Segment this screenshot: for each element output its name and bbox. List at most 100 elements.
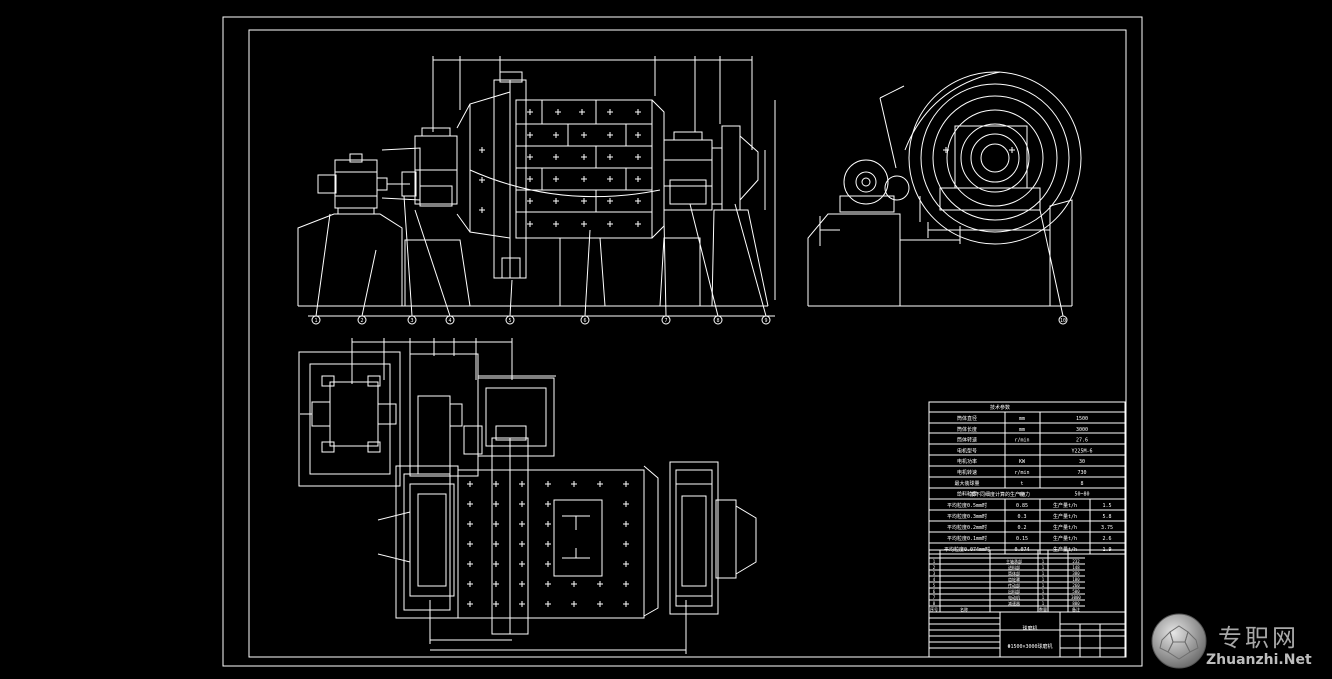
bolt-mark [467, 581, 473, 587]
svg-text:1: 1 [1042, 577, 1045, 582]
svg-text:30: 30 [1079, 459, 1085, 465]
bom-header-qty: 数量 [1039, 606, 1047, 612]
balloon-6: 6 [580, 315, 590, 325]
bolt-mark [493, 561, 499, 567]
bolt-mark [479, 207, 485, 213]
spec-table-header: 技术参数 [990, 404, 1010, 411]
svg-text:5: 5 [933, 583, 936, 588]
svg-text:8: 8 [716, 318, 719, 324]
bolt-mark [623, 601, 629, 607]
bolt-mark [581, 154, 587, 160]
spec-row: 最大装球量 t 8 [954, 480, 1083, 487]
svg-text:r/min: r/min [1014, 438, 1029, 444]
side-view [807, 71, 1082, 317]
bolt-mark [943, 147, 949, 153]
balloon-7: 7 [661, 315, 671, 325]
bolt-mark [571, 601, 577, 607]
svg-text:1.9: 1.9 [1102, 547, 1111, 553]
bolt-mark [467, 541, 473, 547]
bolt-mark [545, 541, 551, 547]
svg-text:1: 1 [933, 559, 936, 564]
bolt-mark [623, 501, 629, 507]
svg-text:出料部: 出料部 [1008, 588, 1020, 594]
svg-text:平均粒度0.2mm时: 平均粒度0.2mm时 [947, 524, 987, 531]
bolt-mark [493, 601, 499, 607]
svg-text:8: 8 [933, 601, 936, 606]
bolt-mark [1009, 147, 1015, 153]
bolt-mark [635, 154, 641, 160]
bolt-mark [635, 132, 641, 138]
bolt-mark [527, 154, 533, 160]
bolt-mark [623, 561, 629, 567]
bolt-mark [553, 176, 559, 182]
bolt-mark [635, 221, 641, 227]
globe-logo-icon [1151, 613, 1207, 669]
svg-text:3: 3 [933, 571, 936, 576]
svg-text:0.15: 0.15 [1016, 536, 1028, 542]
svg-text:减速器: 减速器 [1008, 600, 1020, 606]
bolt-mark [623, 521, 629, 527]
balloon-5: 5 [505, 315, 515, 325]
svg-text:1: 1 [1042, 565, 1045, 570]
bolt-mark [519, 601, 525, 607]
svg-text:7: 7 [664, 318, 667, 324]
svg-text:生产量t/h: 生产量t/h [1053, 524, 1077, 531]
svg-text:500: 500 [1072, 589, 1080, 594]
outer-border [222, 16, 1143, 667]
svg-text:6: 6 [583, 318, 586, 324]
svg-text:r/min: r/min [1014, 470, 1029, 476]
svg-text:筒体转速: 筒体转速 [957, 437, 977, 444]
svg-text:t: t [1020, 481, 1023, 487]
svg-text:最大装球量: 最大装球量 [954, 480, 979, 487]
svg-text:mm: mm [1019, 416, 1025, 422]
balloon-10: 10 [1058, 315, 1068, 325]
svg-text:10: 10 [1060, 318, 1066, 324]
balloon-4: 4 [445, 315, 455, 325]
bolt-mark [493, 481, 499, 487]
svg-text:260: 260 [1072, 583, 1080, 588]
svg-text:8: 8 [1080, 481, 1083, 487]
bolt-mark [581, 132, 587, 138]
svg-text:Y225M-6: Y225M-6 [1071, 448, 1092, 454]
svg-text:1: 1 [314, 318, 317, 324]
bolt-mark [597, 601, 603, 607]
svg-text:0.2: 0.2 [1017, 525, 1026, 531]
svg-text:筒体部: 筒体部 [1008, 570, 1020, 576]
title-block-model-code: Φ1500×3000球磨机 [1007, 643, 1052, 650]
bolt-mark [493, 521, 499, 527]
bolt-mark [545, 581, 551, 587]
svg-text:mm: mm [1019, 492, 1025, 498]
balloon-2: 2 [357, 315, 367, 325]
bolt-mark [635, 198, 641, 204]
bolt-mark [581, 176, 587, 182]
bolt-mark [527, 221, 533, 227]
bolt-mark [571, 481, 577, 487]
bolt-mark [597, 481, 603, 487]
svg-text:平均粒度0.074mm时: 平均粒度0.074mm时 [944, 546, 990, 553]
bolt-mark [579, 109, 585, 115]
svg-text:KW: KW [1019, 459, 1026, 465]
balloon-3: 3 [407, 315, 417, 325]
spec-table [928, 401, 1126, 658]
bolt-mark [545, 601, 551, 607]
svg-text:180: 180 [1072, 577, 1080, 582]
liner-bolt-marks [467, 109, 1015, 607]
bolt-mark [571, 581, 577, 587]
bolt-mark [607, 132, 613, 138]
bolt-mark [545, 521, 551, 527]
svg-text:232: 232 [1072, 559, 1080, 564]
bolt-mark [635, 109, 641, 115]
svg-text:1: 1 [1042, 559, 1045, 564]
capacity-header: 按不同细度计算的生产能力 [970, 491, 1030, 498]
